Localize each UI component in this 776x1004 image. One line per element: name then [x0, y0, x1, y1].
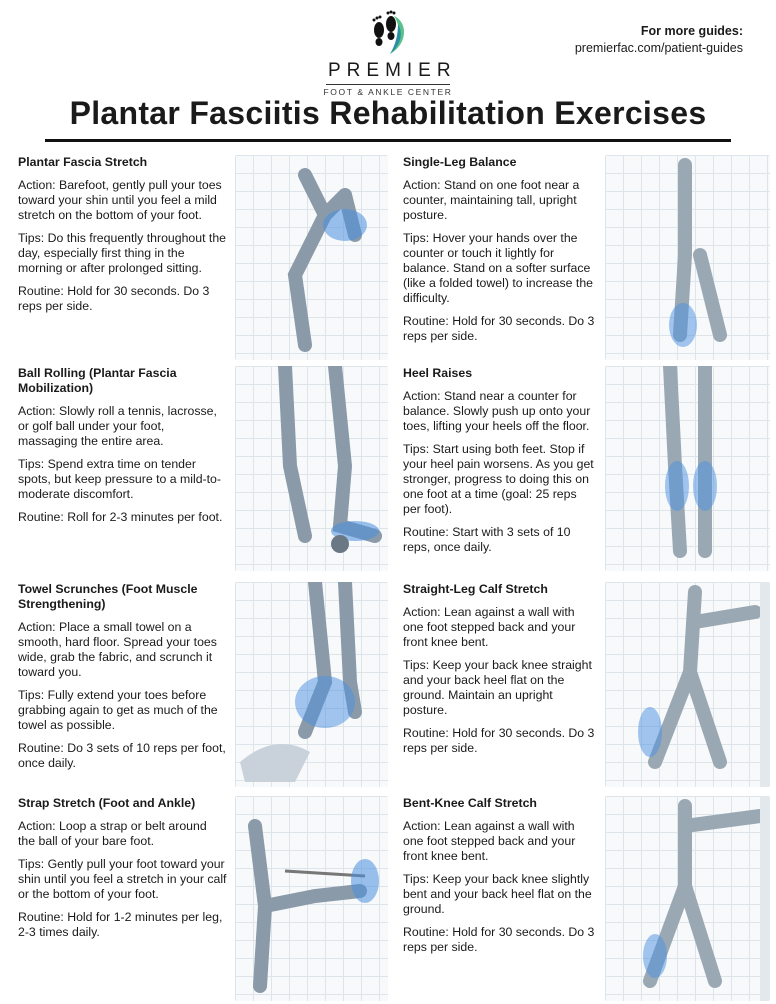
exercise-illustration — [605, 155, 770, 360]
exercise-title: Towel Scrunches (Foot Muscle Strengtheni… — [18, 582, 198, 611]
more-guides-label: For more guides: — [640, 24, 743, 38]
exercise-card: Heel Raises Action: Stand near a counter… — [403, 366, 776, 571]
exercise-card: Strap Stretch (Foot and Ankle) Action: L… — [18, 796, 398, 1001]
exercise-routine: Routine: Start with 3 sets of 10 reps, o… — [403, 525, 571, 554]
exercise-illustration — [235, 582, 388, 787]
exercise-text: Ball Rolling (Plantar Fascia Mobilizatio… — [18, 366, 227, 533]
exercise-routine: Routine: Hold for 30 seconds. Do 3 reps … — [403, 925, 595, 954]
leg-illustration-icon — [248, 819, 379, 993]
exercise-action: Action: Stand near a counter for balance… — [403, 389, 591, 433]
leg-illustration-icon — [669, 158, 727, 347]
exercise-illustration — [235, 155, 388, 360]
exercise-routine: Routine: Hold for 30 seconds. Do 3 reps … — [403, 726, 595, 755]
footprints-logo-icon — [372, 10, 405, 54]
exercise-routine: Routine: Hold for 1-2 minutes per leg, 2… — [18, 910, 223, 939]
exercise-card: Single-Leg Balance Action: Stand on one … — [403, 155, 776, 360]
exercise-action: Action: Lean against a wall with one foo… — [403, 605, 576, 649]
exercise-illustration — [605, 796, 770, 1001]
exercise-illustration — [235, 796, 388, 1001]
exercise-illustration — [605, 582, 770, 787]
logo-divider — [326, 84, 450, 85]
exercise-text: Straight-Leg Calf Stretch Action: Lean a… — [403, 582, 597, 764]
exercise-tips: Tips: Keep your back knee straight and y… — [403, 658, 592, 717]
more-guides: For more guides: premierfac.com/patient-… — [575, 23, 743, 57]
exercise-tips: Tips: Start using both feet. Stop if you… — [403, 442, 594, 516]
exercise-title: Straight-Leg Calf Stretch — [403, 582, 548, 596]
page-title: Plantar Fasciitis Rehabilitation Exercis… — [69, 95, 707, 131]
exercise-card: Bent-Knee Calf Stretch Action: Lean agai… — [403, 796, 776, 1001]
exercise-tips: Tips: Hover your hands over the counter … — [403, 231, 594, 305]
exercise-action: Action: Place a small towel on a smooth,… — [18, 620, 217, 679]
title-divider — [45, 139, 731, 142]
exercise-tips: Tips: Gently pull your foot toward your … — [18, 857, 227, 901]
exercise-text: Bent-Knee Calf Stretch Action: Lean agai… — [403, 796, 597, 963]
exercise-text: Single-Leg Balance Action: Stand on one … — [403, 155, 597, 352]
exercise-title: Ball Rolling (Plantar Fascia Mobilizatio… — [18, 366, 177, 395]
exercise-title: Plantar Fascia Stretch — [18, 155, 148, 169]
exercise-title: Strap Stretch (Foot and Ankle) — [18, 796, 196, 810]
exercise-card: Plantar Fascia Stretch Action: Barefoot,… — [18, 155, 398, 360]
exercise-text: Heel Raises Action: Stand near a counter… — [403, 366, 597, 563]
leg-illustration-icon — [287, 168, 367, 352]
exercise-action: Action: Stand on one foot near a counter… — [403, 178, 580, 222]
exercise-illustration — [235, 366, 388, 571]
exercise-action: Action: Slowly roll a tennis, lacrosse, … — [18, 404, 217, 448]
exercise-illustration — [605, 366, 770, 571]
logo-name: PREMIER — [328, 60, 457, 81]
exercise-text: Strap Stretch (Foot and Ankle) Action: L… — [18, 796, 227, 948]
exercise-action: Action: Lean against a wall with one foo… — [403, 819, 576, 863]
leg-illustration-icon — [638, 582, 770, 787]
exercise-text: Towel Scrunches (Foot Muscle Strengtheni… — [18, 582, 227, 779]
leg-illustration-icon — [240, 582, 362, 782]
exercise-action: Action: Barefoot, gently pull your toes … — [18, 178, 222, 222]
exercise-tips: Tips: Do this frequently throughout the … — [18, 231, 227, 275]
exercise-card: Towel Scrunches (Foot Muscle Strengtheni… — [18, 582, 398, 787]
exercise-title: Single-Leg Balance — [403, 155, 517, 169]
exercise-text: Plantar Fascia Stretch Action: Barefoot,… — [18, 155, 227, 322]
exercise-card: Straight-Leg Calf Stretch Action: Lean a… — [403, 582, 776, 787]
exercise-routine: Routine: Roll for 2-3 minutes per foot. — [18, 510, 223, 524]
exercise-tips: Tips: Fully extend your toes before grab… — [18, 688, 218, 732]
leg-illustration-icon — [663, 366, 717, 558]
exercise-routine: Routine: Hold for 30 seconds. Do 3 reps … — [18, 284, 210, 313]
exercise-card: Ball Rolling (Plantar Fascia Mobilizatio… — [18, 366, 398, 571]
exercise-action: Action: Loop a strap or belt around the … — [18, 819, 207, 848]
logo-subtitle: FOOT & ANKLE CENTER — [323, 87, 453, 97]
exercise-tips: Tips: Keep your back knee slightly bent … — [403, 872, 592, 916]
exercise-routine: Routine: Do 3 sets of 10 reps per foot, … — [18, 741, 226, 770]
leg-illustration-icon — [643, 796, 770, 1001]
exercise-title: Bent-Knee Calf Stretch — [403, 796, 537, 810]
exercise-routine: Routine: Hold for 30 seconds. Do 3 reps … — [403, 314, 595, 343]
clinic-logo: PREMIER FOOT & ANKLE CENTER — [322, 8, 454, 97]
exercise-tips: Tips: Spend extra time on tender spots, … — [18, 457, 221, 501]
more-guides-url[interactable]: premierfac.com/patient-guides — [574, 41, 743, 55]
leg-illustration-icon — [278, 366, 382, 553]
exercise-title: Heel Raises — [403, 366, 473, 380]
